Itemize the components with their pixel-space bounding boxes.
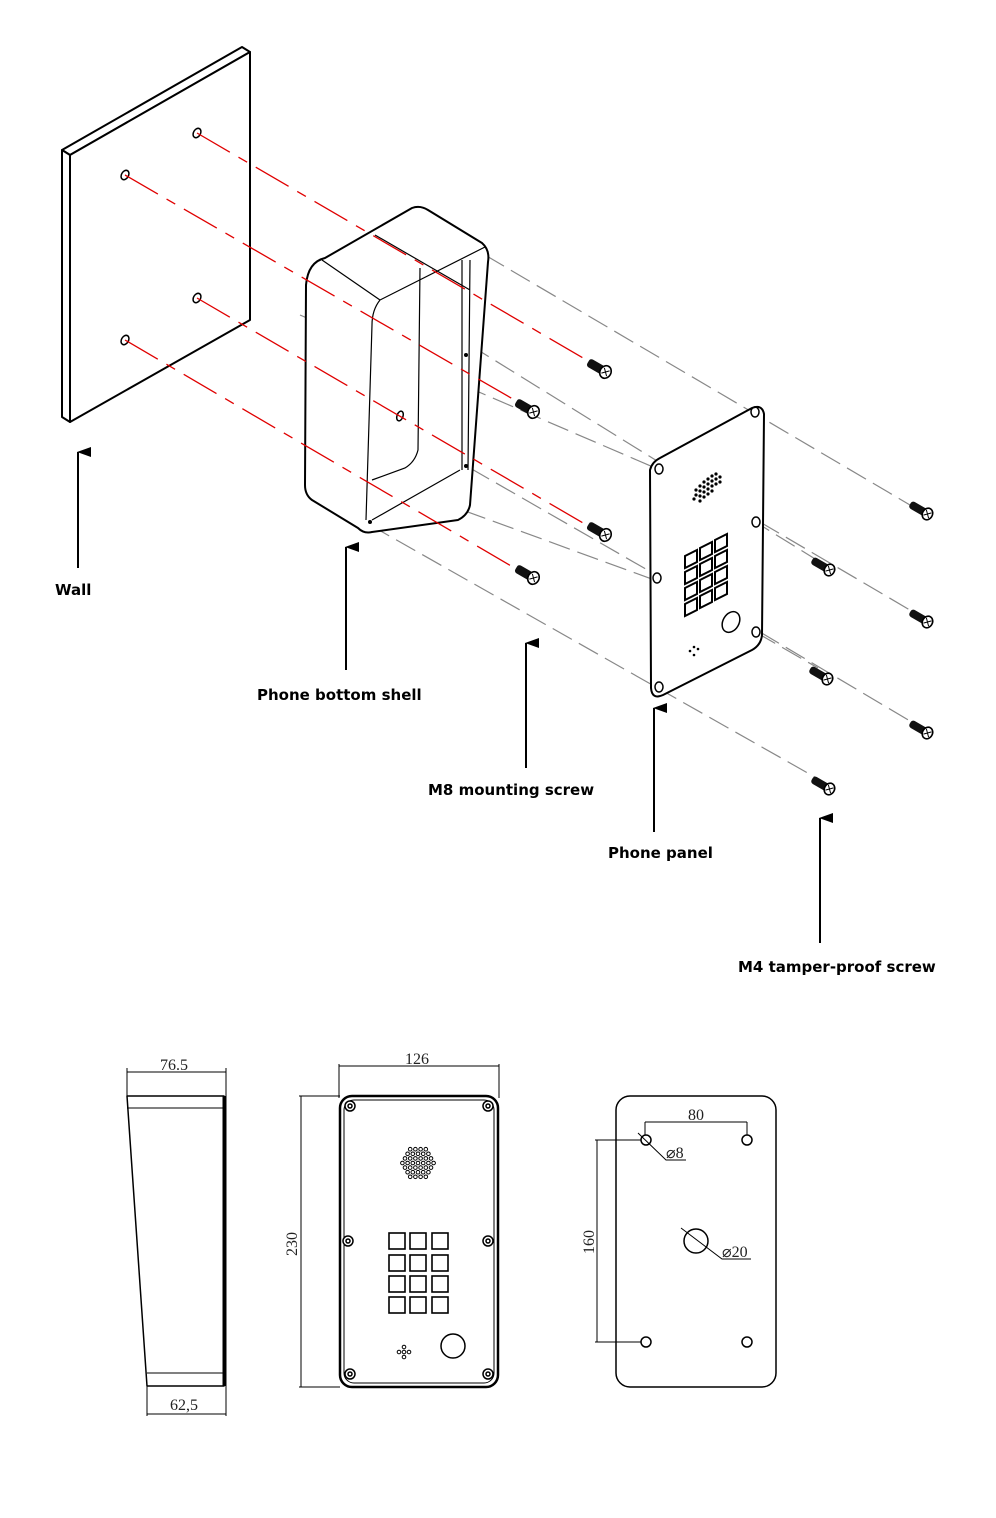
grille-hole xyxy=(418,1174,423,1180)
mount-hole xyxy=(741,1134,753,1146)
m8-screws xyxy=(512,355,615,588)
keypad xyxy=(684,532,728,618)
callouts: Wall Phone bottom shell M8 mounting scre… xyxy=(55,447,936,976)
exploded-view: Wall Phone bottom shell M8 mounting scre… xyxy=(55,46,936,976)
m8-screw-label: M8 mounting screw xyxy=(428,781,594,799)
grille-hole xyxy=(415,1160,421,1166)
m8-screw xyxy=(584,355,615,382)
grille-hole xyxy=(407,1165,413,1170)
front-microphone xyxy=(396,1344,412,1360)
grille-hole xyxy=(420,1160,426,1166)
grille-hole xyxy=(423,1146,429,1152)
grille-hole xyxy=(423,1174,429,1180)
front-height: 230 xyxy=(284,1232,301,1256)
mount-hole-diameter: ⌀8 xyxy=(666,1145,684,1162)
wall-label: Wall xyxy=(55,581,91,599)
m4-screws xyxy=(806,498,936,798)
grille-hole xyxy=(410,1169,416,1175)
grille-hole xyxy=(407,1156,413,1161)
m4-screw-label: M4 tamper-proof screw xyxy=(738,958,936,976)
wall xyxy=(61,46,251,423)
cable-hole-diameter: ⌀20 xyxy=(722,1244,748,1261)
bottom-shell-label: Phone bottom shell xyxy=(257,686,422,704)
m4-screw xyxy=(808,773,838,798)
grille-hole xyxy=(413,1146,418,1152)
side-bottom-depth: 62,5 xyxy=(170,1397,198,1414)
grille-hole xyxy=(426,1160,431,1166)
grille-hole xyxy=(413,1156,418,1161)
mount-hole xyxy=(640,1336,652,1348)
grille-hole xyxy=(423,1156,429,1161)
grille-hole xyxy=(407,1146,413,1152)
microphone-holes xyxy=(688,645,700,657)
grille-hole xyxy=(428,1165,434,1170)
grille-hole xyxy=(410,1151,416,1157)
grille-hole xyxy=(431,1160,436,1166)
front-button xyxy=(440,1333,466,1359)
side-view: 76.5 62,5 xyxy=(126,1057,227,1416)
back-view: 80 160 ⌀8 ⌀20 xyxy=(581,1095,777,1388)
m8-screw xyxy=(512,395,543,422)
front-width: 126 xyxy=(405,1051,429,1068)
grille-hole xyxy=(426,1151,431,1157)
m4-screw xyxy=(806,663,836,688)
panel-label: Phone panel xyxy=(608,844,713,862)
grille-hole xyxy=(426,1169,431,1175)
grille-hole xyxy=(415,1169,421,1175)
grille-hole xyxy=(413,1174,418,1180)
speaker-grille xyxy=(692,472,722,503)
grille-hole xyxy=(420,1169,426,1175)
grille-hole xyxy=(418,1156,423,1161)
grille-hole xyxy=(423,1165,429,1170)
front-keypad xyxy=(388,1232,449,1314)
grille-hole xyxy=(415,1151,421,1157)
grille-hole xyxy=(418,1165,423,1170)
back-vertical-spacing: 160 xyxy=(581,1230,598,1254)
panel-button xyxy=(721,610,741,634)
m8-screw xyxy=(512,561,543,588)
grille-hole xyxy=(410,1160,416,1166)
grille-hole xyxy=(428,1156,434,1161)
grille-hole xyxy=(420,1151,426,1157)
phone-panel xyxy=(649,405,765,698)
mount-hole xyxy=(741,1336,753,1348)
grille-hole xyxy=(400,1160,405,1166)
mounting-axis-lines xyxy=(124,132,591,571)
m4-screw xyxy=(906,498,936,523)
grille-hole xyxy=(413,1165,418,1170)
grille-hole xyxy=(402,1165,408,1170)
side-top-depth: 76.5 xyxy=(160,1057,188,1074)
bottom-shell xyxy=(304,205,490,534)
grille-hole xyxy=(405,1151,410,1157)
back-horizontal-spacing: 80 xyxy=(688,1107,704,1124)
grille-hole xyxy=(402,1156,408,1161)
front-speaker-grille xyxy=(400,1146,436,1180)
m4-screw xyxy=(906,606,936,631)
front-view: 126 230 xyxy=(284,1051,500,1389)
grille-hole xyxy=(405,1169,410,1175)
m4-screw xyxy=(906,717,936,742)
grille-hole xyxy=(418,1146,423,1152)
grille-hole xyxy=(407,1174,413,1180)
m8-screw xyxy=(584,518,615,545)
grille-hole xyxy=(405,1160,410,1166)
